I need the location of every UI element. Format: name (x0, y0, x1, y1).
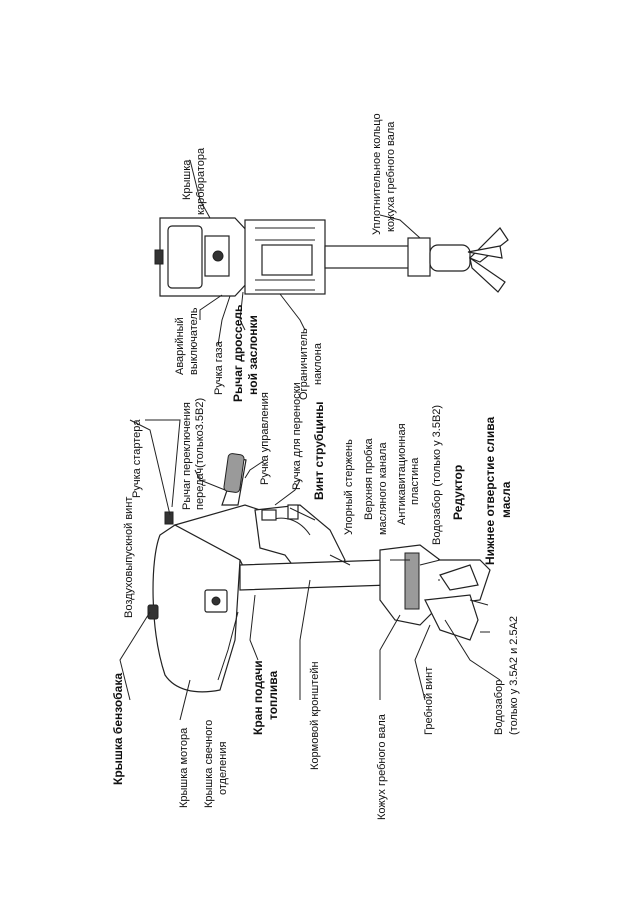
label-upper-oil-plug-1: Верхняя пробка (363, 437, 375, 520)
label-tilt-limiter-2: наклона (312, 342, 324, 385)
label-anticavitation-2: пластина (409, 457, 421, 505)
labels: Крышка бензобака Воздуховыпускной винт Р… (111, 113, 520, 820)
label-seal-ring-2: кожуха гребного вала (385, 121, 397, 232)
rear-view-motor (154, 217, 509, 297)
label-anticavitation-1: Антикавитационная (396, 423, 408, 525)
label-gear-shift-2: передач(только3.5В2) (194, 398, 206, 510)
label-choke-lever-2: ной заслонки (246, 315, 260, 395)
label-air-vent-screw: Воздуховыпускной винт (123, 497, 135, 618)
label-drain-hole-2: масла (499, 481, 513, 518)
label-shaft-housing: Кожух гребного вала (376, 713, 388, 820)
tank-cap (147, 604, 159, 620)
label-water-intake-a2-1: Водозабор (493, 680, 505, 735)
label-seal-ring-1: Уплотнительное кольцо (371, 113, 383, 235)
label-choke-lever-1: Рычаг дроссель (231, 305, 245, 402)
label-fuel-cock-2: топлива (266, 670, 280, 720)
vent-screw (164, 511, 174, 525)
label-upper-oil-plug-2: масляного канала (377, 442, 389, 535)
label-emergency-switch-2: выключатель (188, 307, 200, 375)
label-spark-cover-2: отделения (217, 742, 229, 795)
label-tilt-limiter-1: Ограничитель (298, 328, 310, 400)
label-fuel-tank-cap: Крышка бензобака (111, 673, 125, 785)
label-water-intake-b2: Водозабор (только у 3.5В2) (431, 405, 443, 545)
label-water-intake-a2-2: (только у 3.5А2 и 2.5А2 (508, 616, 520, 735)
driveshaft-housing (239, 559, 391, 591)
label-emergency-switch-1: Аварийный (174, 317, 186, 375)
label-drain-hole-1: Нижнее отверстие слива (483, 417, 497, 565)
label-thrust-rod: Упорный стержень (343, 439, 355, 535)
label-spark-cover-1: Крышка свечного (203, 720, 215, 808)
label-tiller-handle: Ручка управления (259, 392, 271, 485)
label-fuel-cock-1: Кран подачи (251, 660, 265, 735)
label-propeller: Гребной винт (423, 667, 435, 735)
label-motor-cover: Крышка мотора (178, 727, 190, 808)
label-clamp-screw: Винт струбцины (312, 401, 326, 500)
label-gear-shift-1: Рычаг переключения (181, 402, 193, 510)
label-carb-cover-1: Крышка (181, 159, 193, 200)
label-transom-bracket: Кормовой кронштейн (309, 661, 321, 770)
side-propeller (424, 594, 479, 641)
label-starter-handle: Ручка стартера (131, 419, 143, 498)
leader-lines (119, 159, 501, 721)
label-carry-handle: Ручка для переноски (291, 382, 303, 490)
label-throttle-handle: Ручка газа (213, 340, 225, 395)
label-carb-cover-2: карбюратора (195, 147, 207, 215)
side-view-motor (147, 453, 491, 693)
label-gearbox: Редуктор (451, 465, 465, 520)
